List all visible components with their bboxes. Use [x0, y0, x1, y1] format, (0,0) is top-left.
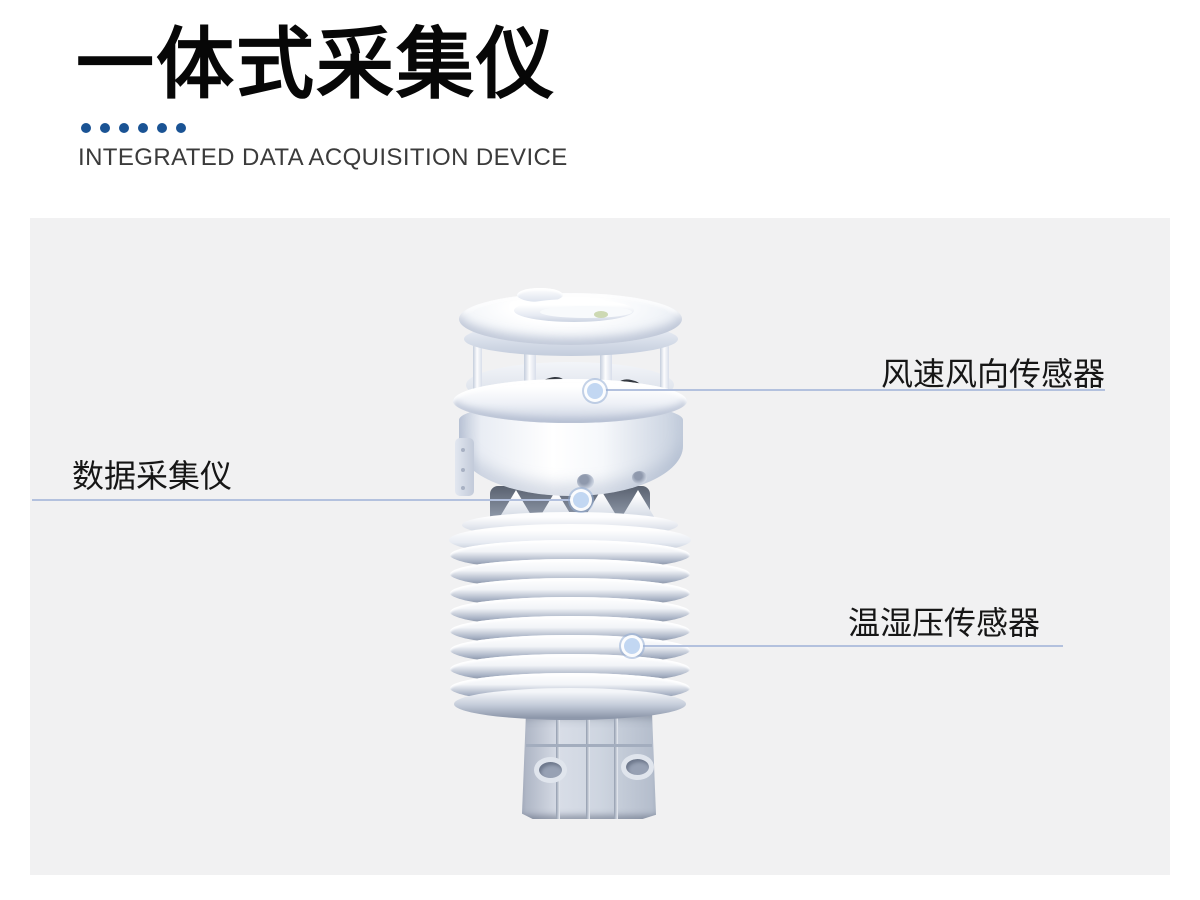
- cap-disc-highlight: [540, 306, 632, 318]
- page-subtitle: INTEGRATED DATA ACQUISITION DEVICE: [78, 144, 568, 171]
- logger-vent-hole: [577, 474, 594, 489]
- accent-dot: [100, 123, 110, 133]
- accent-dot: [81, 123, 91, 133]
- hinge-screw: [461, 468, 465, 472]
- callout-label-data-logger: 数据采集仪: [72, 458, 233, 494]
- wind-sensor-post: [660, 343, 669, 403]
- page-title: 一体式采集仪: [76, 20, 557, 108]
- callout-line-wind-sensor: [596, 389, 1105, 391]
- bracket-ridge: [526, 744, 652, 747]
- title-accent-dots: [81, 123, 186, 133]
- bracket-mount-hole: [534, 757, 567, 783]
- callout-dot-data-logger: [573, 492, 589, 508]
- bracket-rib: [614, 712, 618, 819]
- callout-line-data-logger: [32, 499, 581, 501]
- shield-bottom-rim: [454, 688, 686, 720]
- accent-dot: [157, 123, 167, 133]
- cap-knob: [517, 288, 563, 302]
- callout-line-thp-sensor: [631, 645, 1063, 647]
- logger-collar: [453, 379, 687, 423]
- accent-dot: [176, 123, 186, 133]
- wind-sensor-post: [473, 343, 482, 403]
- accent-dot: [119, 123, 129, 133]
- callout-dot-thp-sensor: [624, 638, 640, 654]
- callout-label-thp-sensor: 温湿压传感器: [848, 605, 1041, 641]
- logger-vent-hole: [632, 471, 647, 484]
- bracket-rib: [586, 712, 590, 819]
- hinge-screw: [461, 448, 465, 452]
- cap-indicator-led: [594, 311, 608, 318]
- hinge-screw: [461, 486, 465, 490]
- logger-hinge: [455, 438, 474, 496]
- accent-dot: [138, 123, 148, 133]
- callout-dot-wind-sensor: [587, 383, 603, 399]
- bracket-mount-hole: [621, 754, 654, 780]
- callout-label-wind-sensor: 风速风向传感器: [880, 356, 1105, 392]
